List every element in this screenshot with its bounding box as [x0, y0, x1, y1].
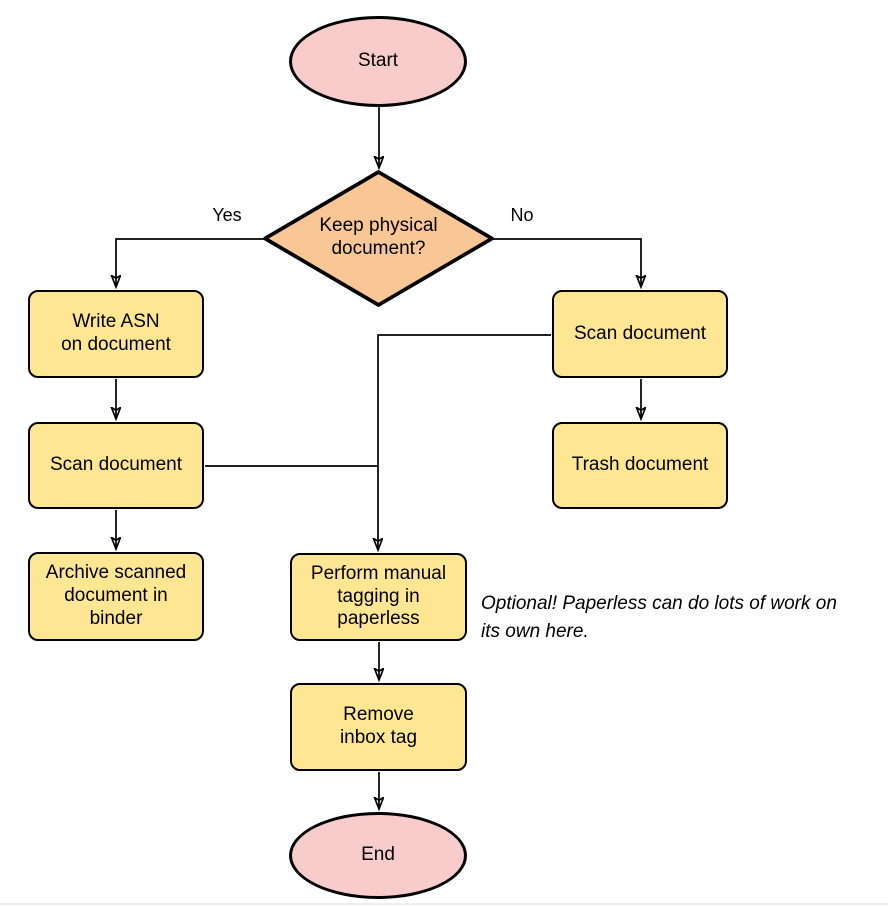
node-end: End — [289, 812, 467, 899]
node-manual-tagging-label: Perform manual tagging in paperless — [310, 562, 447, 630]
node-write-asn: Write ASN on document — [28, 290, 204, 378]
edge-decision-yes-to-write-asn — [116, 238, 265, 287]
node-remove-inbox-tag: Remove inbox tag — [290, 683, 467, 771]
node-decision-keep-physical: Keep physical document? — [276, 208, 481, 268]
node-scan-document-left: Scan document — [28, 422, 204, 509]
node-manual-tagging: Perform manual tagging in paperless — [290, 553, 467, 641]
edge-decision-no-to-scan-right — [492, 238, 641, 287]
node-remove-inbox-tag-label: Remove inbox tag — [339, 704, 418, 748]
node-archive-in-binder: Archive scanned document in binder — [28, 552, 204, 641]
node-end-label: End — [361, 844, 395, 866]
node-write-asn-label: Write ASN on document — [61, 311, 171, 355]
node-scan-document-right: Scan document — [552, 290, 728, 378]
node-scan-document-right-label: Scan document — [573, 322, 707, 344]
optional-note: Optional! Paperless can do lots of work … — [481, 593, 837, 642]
node-start-label: Start — [357, 50, 399, 72]
page-bottom-divider — [0, 903, 888, 905]
edge-label-yes: Yes — [212, 205, 242, 225]
node-trash-document: Trash document — [552, 422, 728, 509]
node-trash-document-label: Trash document — [571, 454, 709, 476]
edge-label-no: No — [510, 205, 534, 225]
node-start: Start — [289, 16, 467, 107]
edge-scan-right-to-tagging — [378, 334, 551, 550]
node-archive-in-binder-label: Archive scanned document in binder — [45, 562, 187, 629]
node-decision-label: Keep physical document? — [319, 215, 438, 259]
node-scan-document-left-label: Scan document — [49, 454, 183, 476]
